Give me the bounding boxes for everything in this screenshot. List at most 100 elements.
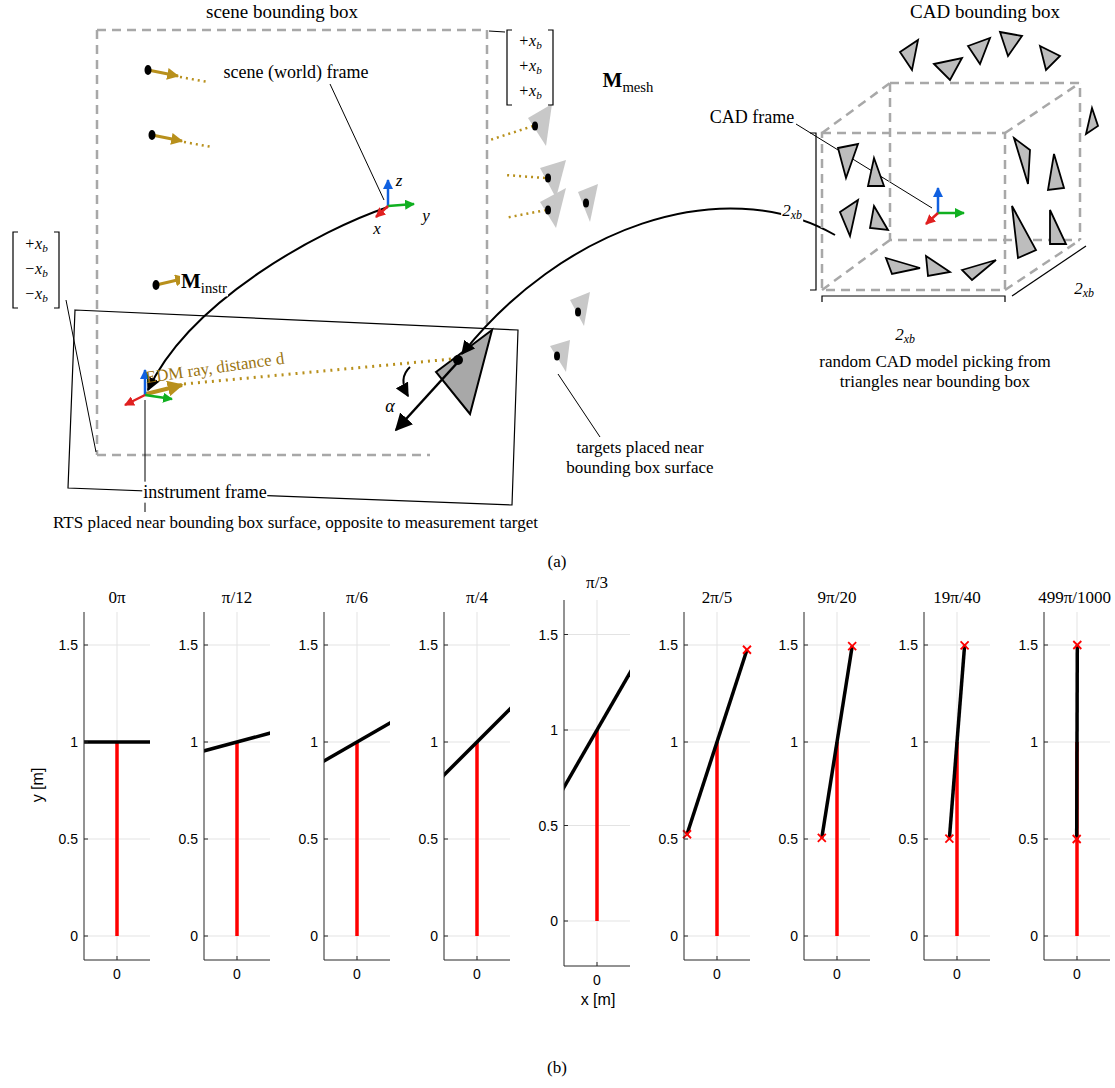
right-targets xyxy=(490,104,598,372)
y-tick-label: 0 xyxy=(69,928,79,944)
annotation-label: −xb xyxy=(23,285,49,305)
y-tick-label: 0.5 xyxy=(538,817,559,833)
y-tick-label: 0 xyxy=(789,928,799,944)
plot-title: 2π/5 xyxy=(701,588,733,608)
y-tick-label: 1.5 xyxy=(778,637,799,653)
annotation-label: RTS placed near bounding box surface, op… xyxy=(52,513,539,533)
annotation-label: +xb xyxy=(517,82,543,102)
y-tick-label: 1.5 xyxy=(298,637,319,653)
plot-title: 499π/1000 xyxy=(1037,588,1112,608)
plot-title: 19π/40 xyxy=(932,588,981,608)
cad-triangles xyxy=(838,32,1098,280)
y-tick-label: 1.5 xyxy=(58,637,79,653)
y-tick-label: 0.5 xyxy=(298,831,319,847)
plot-title: π/12 xyxy=(221,588,253,608)
y-tick-label: 0.5 xyxy=(658,831,679,847)
y-tick-label: 1.5 xyxy=(658,637,679,653)
y-tick-label: 0.5 xyxy=(778,831,799,847)
plot-title: π/3 xyxy=(585,573,609,593)
annotation-label: CAD frame xyxy=(709,107,795,128)
y-tick-label: 0.5 xyxy=(58,831,79,847)
x-tick-label: 0 xyxy=(832,966,842,982)
y-tick-label: 0 xyxy=(549,913,559,929)
y-tick-label: 0.5 xyxy=(898,831,919,847)
angle-plot xyxy=(20,612,214,960)
y-tick-label: 1 xyxy=(309,734,319,750)
m-mesh-curve xyxy=(462,208,835,354)
y-tick-label: 1.5 xyxy=(898,637,919,653)
angle-plot xyxy=(683,612,751,960)
y-tick-label: 1 xyxy=(189,734,199,750)
annotation-label: 2xb xyxy=(1073,279,1095,301)
plot-title: π/4 xyxy=(465,588,489,608)
x-tick-label: 0 xyxy=(112,966,122,982)
annotation-label: random CAD model picking from triangles … xyxy=(794,352,1076,391)
annotation-label: 2xb xyxy=(781,201,803,223)
y-tick-label: 0 xyxy=(909,928,919,944)
y-tick-label: 0 xyxy=(669,928,679,944)
cad-dimensions xyxy=(810,133,1086,302)
annotation-label: +xb xyxy=(23,235,49,255)
left-targets xyxy=(145,65,215,290)
annotation-label: Mmesh xyxy=(602,68,655,95)
y-tick-label: 0.5 xyxy=(178,831,199,847)
x-tick-label: 0 xyxy=(592,972,602,988)
angle-plot xyxy=(1044,612,1110,960)
annotation-label: (a) xyxy=(547,552,568,572)
annotation-label: instrument frame xyxy=(142,482,267,503)
x-tick-label: 0 xyxy=(952,966,962,982)
axis-label: y [m] xyxy=(29,767,47,804)
angle-arc xyxy=(403,367,410,396)
y-tick-label: 0 xyxy=(1029,928,1039,944)
plot-title: 9π/20 xyxy=(817,588,858,608)
angle-plot xyxy=(924,612,990,960)
annotation-label: 2xb xyxy=(894,325,916,347)
annotation-label: scene bounding box xyxy=(205,1,359,23)
x-tick-label: 0 xyxy=(1072,966,1082,982)
plot-title: π/6 xyxy=(345,588,369,608)
y-tick-label: 0.5 xyxy=(1018,831,1039,847)
angle-plot xyxy=(549,600,645,966)
x-tick-label: 0 xyxy=(472,966,482,982)
y-tick-label: 1.5 xyxy=(418,637,439,653)
annotation-label: −xb xyxy=(23,260,49,280)
annotation-label: CAD bounding box xyxy=(909,1,1061,23)
instrument-plane xyxy=(68,310,518,505)
annotation-label: targets placed near bounding box surface xyxy=(554,438,726,477)
annotation-label: Minstr xyxy=(180,269,228,296)
y-tick-label: 0 xyxy=(309,928,319,944)
x-tick-label: 0 xyxy=(352,966,362,982)
y-tick-label: 1 xyxy=(909,734,919,750)
y-tick-label: 1 xyxy=(429,734,439,750)
normal-arrow xyxy=(396,362,458,430)
leader-lines xyxy=(66,31,932,512)
cad-axes xyxy=(926,188,964,224)
annotation-label: scene (world) frame xyxy=(223,62,370,83)
x-tick-label: 0 xyxy=(712,966,722,982)
axis-label: x [m] xyxy=(580,991,617,1009)
x-tick-label: 0 xyxy=(232,966,242,982)
annotation-label: +xb xyxy=(517,57,543,77)
matrix-brackets xyxy=(13,30,553,308)
cad-box xyxy=(822,83,1080,290)
y-tick-label: 0.5 xyxy=(418,831,439,847)
y-tick-label: 1.5 xyxy=(538,626,559,642)
annotation-label: z xyxy=(395,171,404,191)
measured-triangle xyxy=(436,330,492,414)
plot-title: 0π xyxy=(107,588,126,608)
annotation-label: x xyxy=(372,219,382,239)
axis-label: (b) xyxy=(546,1058,568,1078)
annotation-label: α xyxy=(384,396,395,417)
annotation-label: EDM ray, distance d xyxy=(144,348,287,387)
y-tick-label: 0 xyxy=(189,928,199,944)
y-tick-label: 1 xyxy=(1029,734,1039,750)
scene-box xyxy=(97,30,487,455)
annotation-label: y xyxy=(421,206,431,226)
y-tick-label: 1 xyxy=(669,734,679,750)
angle-plot xyxy=(804,612,870,960)
y-tick-label: 1 xyxy=(69,734,79,750)
y-tick-label: 1.5 xyxy=(1018,637,1039,653)
y-tick-label: 1 xyxy=(549,722,559,738)
angle-plot xyxy=(143,612,330,960)
angle-plot xyxy=(408,612,545,960)
